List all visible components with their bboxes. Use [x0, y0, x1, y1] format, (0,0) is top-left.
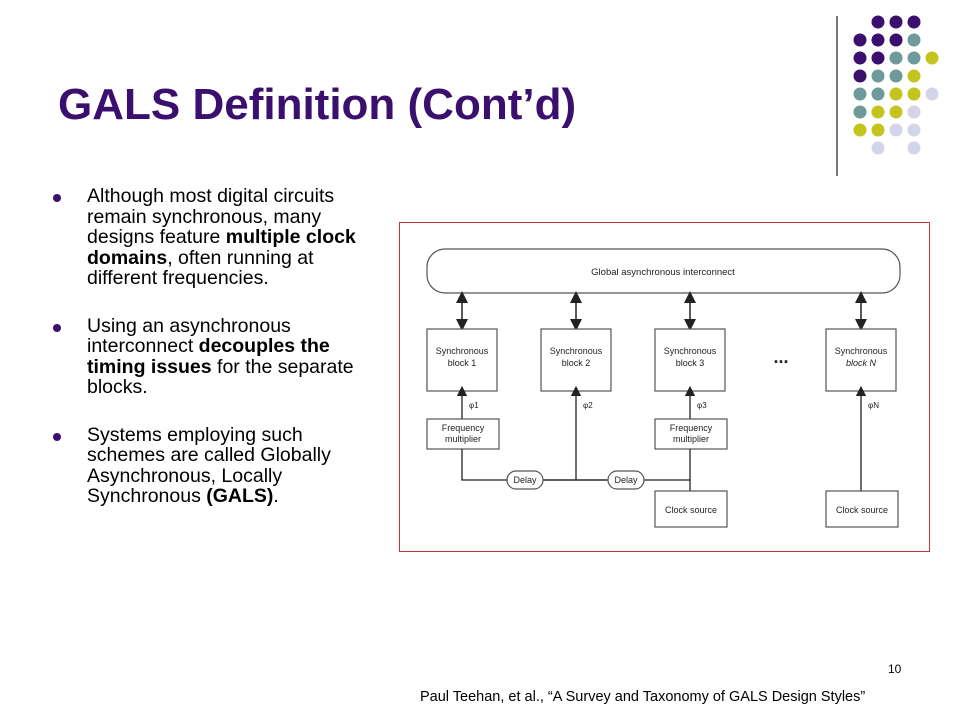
bullet-text-segment: , often running at different frequencies… [87, 246, 314, 289]
bullet-dot [53, 432, 61, 441]
bullet-text-segment: Using an asynchronous interconnect [87, 314, 291, 357]
clock-signal-2: φ2 [583, 401, 593, 410]
bullet-text-segment: Systems employing such schemes are calle… [87, 423, 331, 507]
sync-block-2: Synchronous block 2 [540, 328, 612, 392]
bullet-text-bold: (GALS) [206, 485, 274, 507]
decorative-dot [871, 105, 885, 119]
block-label: block N [846, 358, 877, 368]
bullet-text-bold: decouples the timing issues [87, 335, 330, 378]
clock-source-label: Clock source [836, 505, 888, 515]
decorative-dot [889, 51, 903, 65]
block-title: Synchronous [550, 346, 603, 356]
decorative-dot [889, 33, 903, 47]
delay-element-1: Delay [506, 470, 544, 490]
decorative-dot [871, 141, 885, 155]
decorative-dot [889, 15, 903, 29]
bullet-text: Using an asynchronous interconnect decou… [87, 315, 354, 399]
decorative-dot [889, 123, 903, 137]
freq-mult-label: Frequency [442, 423, 485, 433]
block-label: block 2 [562, 358, 591, 368]
decorative-dot [889, 69, 903, 83]
decorative-dot [853, 33, 867, 47]
bullet-text-segment: for the separate blocks. [87, 355, 354, 398]
bullet-text-bold: multiple clock domains [87, 226, 356, 269]
clock-signal-3: φ3 [697, 401, 707, 410]
bullet-text-segment: Although most digital circuits remain sy… [87, 185, 335, 248]
decorative-dot [925, 51, 939, 65]
page-number: 10 [888, 662, 902, 676]
decorative-dot [871, 33, 885, 47]
decorative-dot [871, 87, 885, 101]
clock-signal-n: φN [868, 401, 879, 410]
decorative-dot [853, 69, 867, 83]
block-label: block 1 [448, 358, 477, 368]
decorative-dot [907, 87, 921, 101]
decorative-dot-grid [853, 15, 939, 155]
sync-block-n: Synchronous block N [825, 328, 897, 392]
decorative-dot [853, 123, 867, 137]
citation: Paul Teehan, et al., “A Survey and Taxon… [420, 689, 866, 705]
block-label: block 3 [676, 358, 705, 368]
decorative-dot [907, 69, 921, 83]
bullet-dot [53, 323, 61, 332]
bullet-item: Using an asynchronous interconnect decou… [50, 315, 385, 399]
decorative-dot [907, 123, 921, 137]
clock-source-2: Clock source [825, 490, 899, 528]
decorative-dot [907, 33, 921, 47]
ellipsis: ... [773, 347, 788, 367]
delay-label: Delay [614, 475, 638, 485]
decorative-dot [889, 105, 903, 119]
bullet-item: Although most digital circuits remain sy… [50, 186, 385, 289]
gals-block-diagram: Global asynchronous interconnect Synchro… [399, 222, 930, 552]
decorative-dot [907, 105, 921, 119]
decorative-dot [871, 15, 885, 29]
decorative-dot [907, 141, 921, 155]
header-divider [836, 16, 838, 176]
slide-title: GALS Definition (Cont’d) [58, 80, 577, 129]
freq-mult-label: multiplier [445, 434, 481, 444]
frequency-multiplier-3: Frequency multiplier [654, 418, 728, 450]
bullet-text-segment: . [273, 485, 279, 507]
clock-source-label: Clock source [665, 505, 717, 515]
decorative-dot [853, 87, 867, 101]
diagram-canvas: Global asynchronous interconnect Synchro… [426, 248, 901, 528]
decorative-dot [889, 87, 903, 101]
frequency-multiplier-1: Frequency multiplier [426, 418, 500, 450]
interconnect-box [426, 248, 901, 294]
decorative-dot [871, 69, 885, 83]
block-title: Synchronous [436, 346, 489, 356]
bullet-text: Systems employing such schemes are calle… [87, 424, 331, 508]
sync-block-3: Synchronous block 3 [654, 328, 726, 392]
bullet-dot [53, 194, 61, 202]
decorative-dot [871, 51, 885, 65]
decorative-dot [907, 51, 921, 65]
bullet-item: Systems employing such schemes are calle… [50, 424, 385, 508]
decorative-dot [871, 123, 885, 137]
bullet-text: Although most digital circuits remain sy… [87, 185, 356, 289]
interconnect-label: Global asynchronous interconnect [591, 267, 735, 278]
block-title: Synchronous [664, 346, 717, 356]
freq-mult-label: Frequency [670, 423, 713, 433]
bullet-list: Although most digital circuits remain sy… [50, 186, 385, 534]
block-title: Synchronous [835, 346, 888, 356]
delay-label: Delay [513, 475, 537, 485]
decorative-dot [907, 15, 921, 29]
decorative-dot [853, 105, 867, 119]
clock-source-1: Clock source [654, 490, 728, 528]
clock-signal-1: φ1 [469, 401, 479, 410]
sync-block-1: Synchronous block 1 [426, 328, 498, 392]
delay-element-2: Delay [607, 470, 645, 490]
freq-mult-label: multiplier [673, 434, 709, 444]
decorative-dot [925, 87, 939, 101]
decorative-dot [853, 51, 867, 65]
